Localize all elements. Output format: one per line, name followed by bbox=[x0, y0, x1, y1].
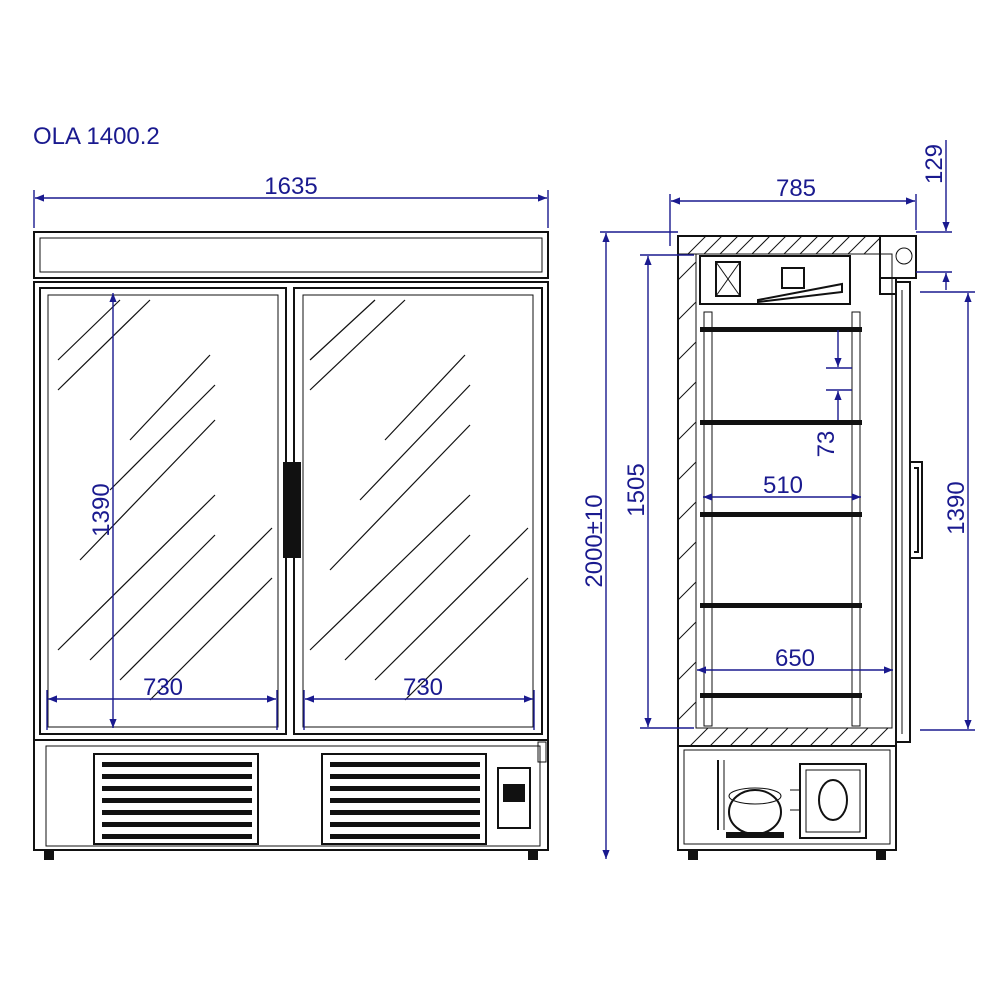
front-base bbox=[33, 739, 549, 851]
left-door bbox=[39, 287, 292, 735]
shelf bbox=[700, 603, 862, 608]
dim-right-door-width: 730 bbox=[403, 674, 443, 701]
dim-shelf-pitch: 73 bbox=[813, 431, 840, 458]
front-dimensions: 1635 1390 730 730 bbox=[33, 173, 549, 730]
dim-top-offset: 129 bbox=[921, 144, 948, 184]
front-foot-right bbox=[528, 850, 538, 860]
shelf bbox=[700, 327, 862, 332]
side-foot-rear bbox=[688, 850, 698, 860]
evaporator-unit bbox=[699, 255, 851, 305]
controller-panel bbox=[497, 741, 547, 829]
side-canopy-light bbox=[895, 247, 913, 265]
front-canopy bbox=[33, 231, 549, 279]
right-louvre-grille bbox=[321, 753, 487, 845]
shelf bbox=[700, 512, 862, 517]
machine-compartment bbox=[677, 745, 897, 851]
side-dimensions: 785 129 2000±10 1505 1390 73 510 650 bbox=[581, 140, 975, 859]
dim-left-door-width: 730 bbox=[143, 674, 183, 701]
model-title: OLA 1400.2 bbox=[33, 123, 160, 150]
shelf-upright-rear bbox=[703, 311, 713, 727]
dim-width: 1635 bbox=[264, 173, 317, 200]
left-louvre-grille bbox=[93, 753, 259, 845]
compressor bbox=[728, 789, 782, 835]
side-canopy bbox=[879, 235, 917, 295]
shelf bbox=[700, 693, 862, 698]
condenser-fan bbox=[818, 779, 848, 821]
dim-interior-depth: 650 bbox=[775, 645, 815, 672]
dim-depth: 785 bbox=[776, 175, 816, 202]
side-view bbox=[677, 235, 923, 860]
dim-front-door-height: 1390 bbox=[88, 483, 115, 536]
side-inner-liner bbox=[695, 253, 893, 729]
shelves bbox=[700, 327, 862, 698]
shelf bbox=[700, 420, 862, 425]
front-view bbox=[33, 231, 549, 860]
dim-total-height: 2000±10 bbox=[581, 494, 608, 587]
side-foot-front bbox=[876, 850, 886, 860]
side-hatching bbox=[677, 235, 889, 747]
side-door bbox=[895, 281, 923, 743]
dim-side-door-height: 1390 bbox=[943, 481, 970, 534]
front-foot-left bbox=[44, 850, 54, 860]
shelf-upright-front bbox=[851, 311, 861, 727]
left-door-handle bbox=[283, 462, 292, 558]
side-top-insulation bbox=[677, 235, 881, 255]
right-door bbox=[292, 287, 543, 735]
dim-shelf-depth: 510 bbox=[763, 472, 803, 499]
side-door-handle bbox=[910, 461, 923, 559]
right-door-handle bbox=[292, 462, 301, 558]
condenser bbox=[799, 763, 867, 839]
right-door-glass-reflections bbox=[309, 299, 529, 701]
left-door-glass-reflections bbox=[57, 299, 273, 701]
dim-interior-height: 1505 bbox=[623, 463, 650, 516]
